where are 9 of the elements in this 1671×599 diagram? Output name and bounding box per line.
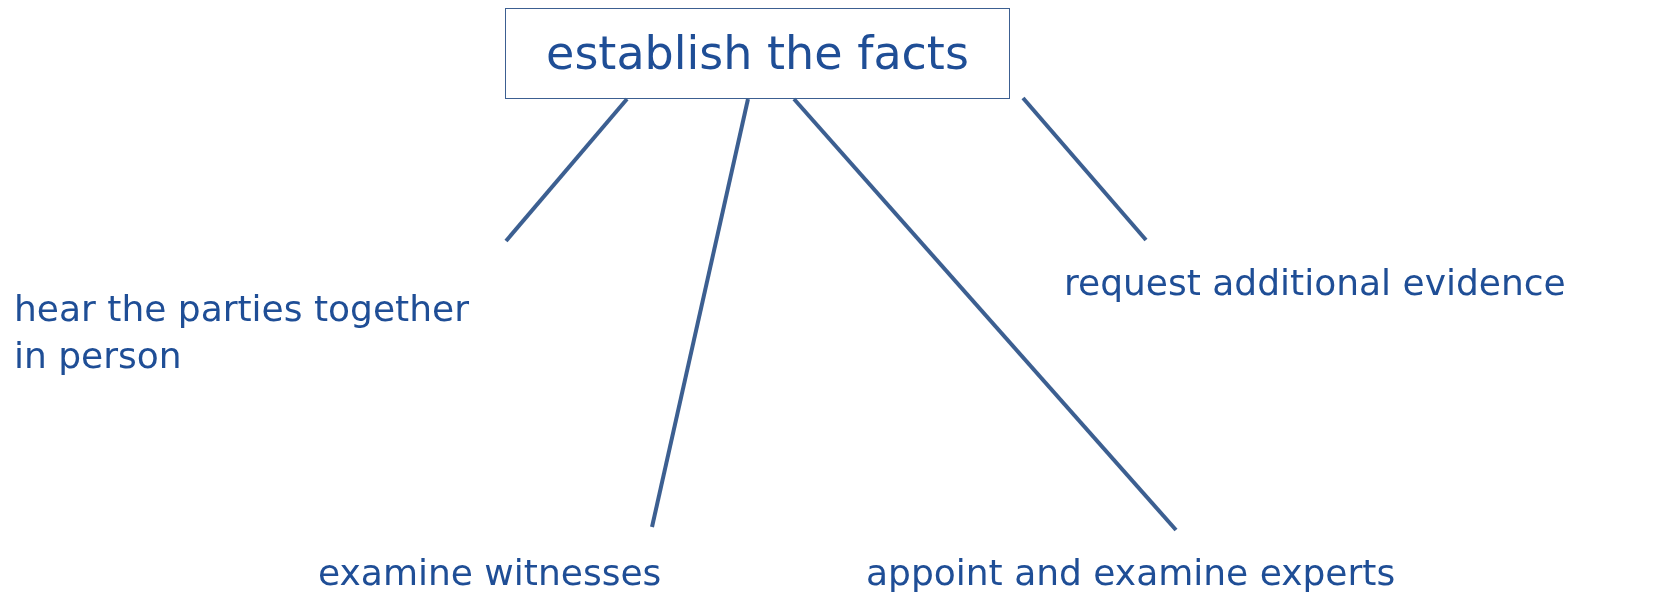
branch-text: request additional evidence xyxy=(1064,260,1664,308)
connector-line xyxy=(650,98,750,528)
branch-text: hear the parties together in person xyxy=(14,286,494,396)
connector-line xyxy=(1021,96,1148,242)
connector-line xyxy=(504,97,629,243)
branch-text: appoint and examine experts xyxy=(866,550,1486,598)
connector-line xyxy=(792,97,1178,532)
title-box: establish the facts xyxy=(505,8,1010,99)
branch-text: examine witnesses xyxy=(318,550,718,598)
